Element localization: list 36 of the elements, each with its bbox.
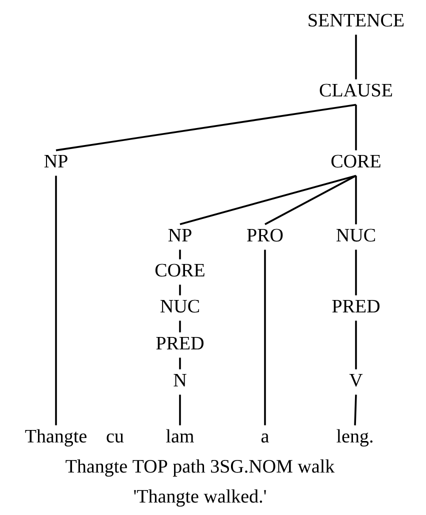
category-label: NP <box>168 228 192 242</box>
tree-branch <box>179 320 181 332</box>
word: Thangte <box>25 429 86 446</box>
category-label: PRED <box>156 336 204 350</box>
word: lam <box>166 429 194 443</box>
word: leng. <box>336 429 372 446</box>
tree-branch <box>180 174 356 226</box>
tree-branch <box>56 104 356 152</box>
word: cu <box>106 433 124 443</box>
tree-branch <box>179 394 181 426</box>
category-label: NP <box>44 154 68 168</box>
category-label: CORE <box>331 154 380 168</box>
category-label: N <box>174 374 186 386</box>
category-label: SENTENCE <box>308 14 404 27</box>
category-label: PRO <box>247 228 283 242</box>
category-label: CORE <box>155 264 204 277</box>
tree-branch <box>55 176 57 426</box>
translation: 'Thangte walked.' <box>134 489 266 507</box>
tree-branch <box>355 250 357 296</box>
category-label: V <box>349 374 363 387</box>
tree-branch <box>354 394 357 426</box>
word: a <box>261 433 269 443</box>
category-label: PRED <box>332 300 380 312</box>
tree-branch <box>179 284 181 296</box>
tree-branch <box>264 250 266 426</box>
tree-branch <box>264 174 356 226</box>
tree-branch <box>355 176 357 224</box>
tree-branch <box>355 320 357 370</box>
category-label: CLAUSE <box>320 84 392 97</box>
tree-branch <box>179 250 181 260</box>
category-label: NUC <box>160 300 199 313</box>
tree-branch <box>179 358 181 370</box>
tree-branch <box>355 104 357 150</box>
gloss-line: Thangte TOP path 3SG.NOM walk <box>66 459 335 477</box>
category-label: NUC <box>336 228 375 242</box>
tree-branch <box>355 34 357 80</box>
